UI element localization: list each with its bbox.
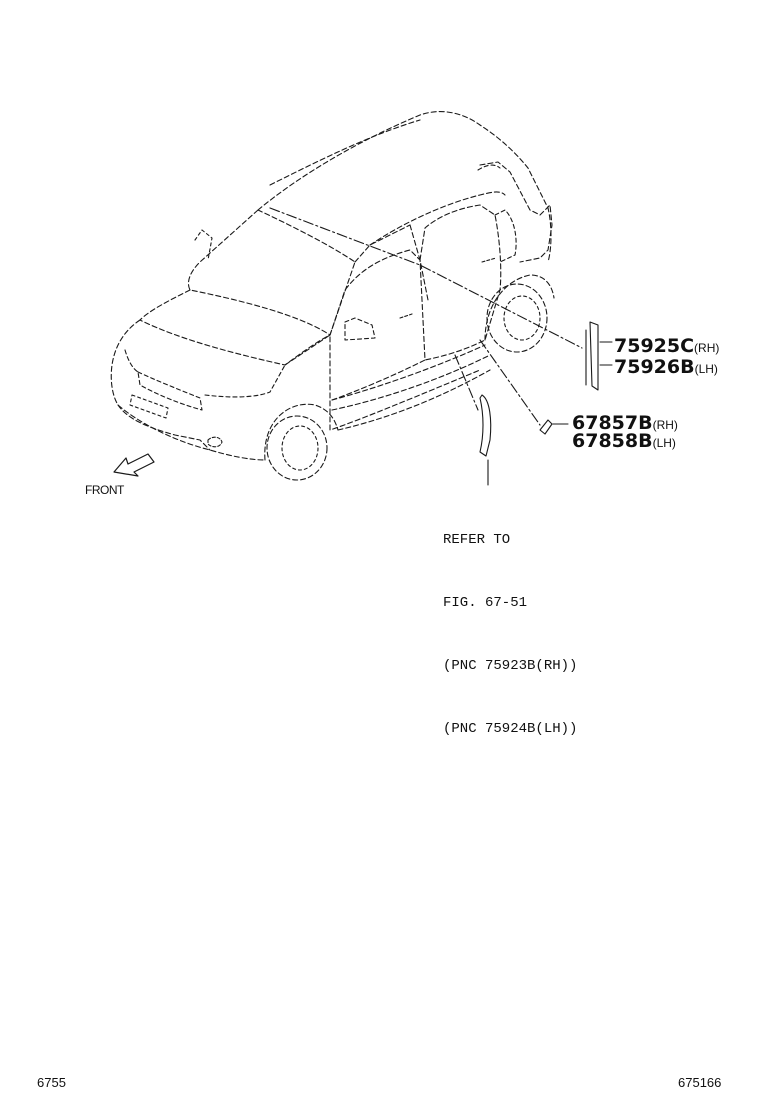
rear-quarter-window — [494, 209, 517, 263]
rear-door — [419, 204, 502, 361]
part-67857-plug — [539, 419, 569, 435]
part-75925-strip — [585, 321, 599, 391]
part-75925-bracket — [599, 341, 613, 366]
leader-line-67857 — [479, 339, 541, 426]
callout-67858B: 67858B(LH) — [572, 432, 676, 451]
headlight-left — [124, 349, 139, 373]
front-label: FRONT — [85, 483, 124, 497]
rear-door-handle — [481, 257, 497, 263]
part-number: 75926B — [614, 356, 695, 378]
reference-line: (PNC 75924B(LH)) — [443, 721, 578, 737]
reference-line: FIG. 67-51 — [443, 595, 528, 611]
callout-75926B: 75926B(LH) — [614, 358, 718, 377]
front-wheel — [266, 415, 328, 481]
windshield — [187, 209, 356, 336]
reference-note: REFER TO FIG. 67-51 (PNC 75923B(RH)) (PN… — [443, 488, 577, 761]
part-number: 67858B — [572, 430, 653, 452]
side-indicator: (LH) — [694, 362, 718, 376]
roof-rail-left — [269, 119, 421, 186]
grille — [137, 371, 203, 411]
footer-right-code: 675166 — [678, 1075, 722, 1090]
callout-75925C: 75925C(RH) — [614, 337, 719, 356]
front-door — [329, 249, 426, 401]
hood — [139, 289, 331, 366]
b-pillar — [409, 224, 429, 301]
front-direction-arrow-icon — [113, 453, 155, 477]
rear-spoiler — [477, 164, 501, 171]
front-bumper — [117, 404, 211, 451]
body-side-line — [284, 334, 481, 431]
headlight-right — [204, 364, 286, 398]
rear-wheel-inner — [503, 295, 541, 341]
side-indicator: (LH) — [652, 436, 676, 450]
antenna — [194, 229, 213, 261]
roof-rail-right — [369, 191, 506, 246]
reference-line: REFER TO — [443, 532, 511, 548]
front-door-handle — [399, 313, 413, 319]
a-pillar — [354, 224, 411, 263]
side-indicator: (RH) — [694, 341, 720, 355]
license-plate — [129, 394, 169, 419]
side-sill — [331, 344, 491, 431]
rear-wheel — [486, 283, 548, 353]
part-75923-strip — [479, 394, 492, 457]
reference-line: (PNC 75923B(RH)) — [443, 658, 578, 674]
leader-line-75923 — [454, 354, 479, 411]
callout-67857B: 67857B(RH) — [572, 414, 678, 433]
fog-lamp — [207, 436, 223, 448]
part-number: 75925C — [614, 335, 695, 357]
side-mirror — [344, 317, 376, 341]
roof-outline — [257, 111, 552, 263]
front-wheel-inner — [281, 425, 319, 471]
leader-line-75925 — [269, 207, 583, 349]
rear-hatch — [479, 161, 553, 263]
side-indicator: (RH) — [652, 418, 678, 432]
front-fascia — [110, 319, 266, 461]
part-number: 67857B — [572, 412, 653, 434]
footer-left-code: 6755 — [37, 1075, 66, 1090]
rear-wheel-arch — [484, 274, 555, 341]
front-wheel-arch — [264, 403, 339, 461]
